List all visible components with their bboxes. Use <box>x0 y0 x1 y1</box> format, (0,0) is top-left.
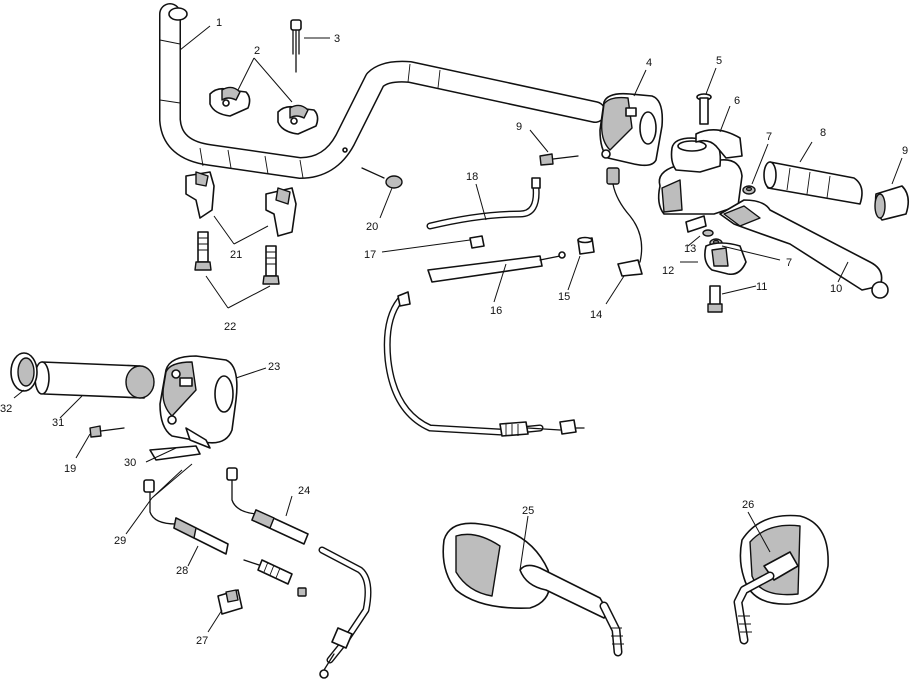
clamp-bolt <box>290 19 302 73</box>
housing-screw-right <box>539 153 579 166</box>
throttle-cable-upper <box>426 177 541 230</box>
brake-cable <box>383 291 585 437</box>
callout-22: 22 <box>224 321 236 333</box>
cable-clip <box>217 589 243 615</box>
callout-9-left: 9 <box>516 121 522 133</box>
lower-cable <box>318 546 372 679</box>
callout-18: 18 <box>466 171 478 183</box>
callout-4: 4 <box>646 57 652 69</box>
clamp-bolt-lower <box>707 285 723 313</box>
handlebar-screw <box>361 167 403 189</box>
switch-wire <box>606 167 643 277</box>
cable-ferrule <box>577 236 595 255</box>
callout-19-left: 19 <box>64 463 76 475</box>
riser-bolt-right <box>262 245 280 285</box>
callout-11: 11 <box>756 281 767 293</box>
callout-20: 20 <box>366 221 378 233</box>
callout-24: 24 <box>298 485 310 497</box>
handlebar-tube <box>159 3 606 179</box>
callout-21: 21 <box>230 249 242 261</box>
right-grip <box>763 161 863 205</box>
callout-17: 17 <box>364 249 376 261</box>
right-switch-housing <box>599 92 664 167</box>
master-cylinder-clamp <box>704 242 747 276</box>
callout-7-lower: 7 <box>786 257 792 269</box>
callout-5: 5 <box>716 55 722 67</box>
throttle-cable-lower <box>427 251 566 283</box>
callout-31: 31 <box>52 417 64 429</box>
cable-bracket <box>149 427 211 461</box>
cable-adjuster <box>243 559 307 597</box>
callout-28: 28 <box>176 565 188 577</box>
cable-end-fitting <box>469 235 485 249</box>
cable-sleeve-28 <box>173 517 229 555</box>
callout-23: 23 <box>268 361 280 373</box>
callout-30: 30 <box>124 457 136 469</box>
leader-lines <box>13 25 903 633</box>
riser-right <box>265 187 297 237</box>
mirror-left <box>442 522 624 657</box>
mirror-right <box>733 514 829 645</box>
riser-bolt-left <box>194 231 212 271</box>
cable-29 <box>143 479 177 525</box>
brake-lever <box>719 199 889 299</box>
riser-left <box>185 171 215 219</box>
callout-27: 27 <box>196 635 208 647</box>
lever-nut-upper <box>742 185 756 195</box>
callout-2: 2 <box>254 45 260 57</box>
callout-14: 14 <box>590 309 602 321</box>
bar-end-cap <box>874 185 910 221</box>
callout-3: 3 <box>334 33 340 45</box>
grip-end-ring <box>10 352 38 392</box>
callout-10: 10 <box>830 283 842 295</box>
master-cylinder <box>657 129 743 215</box>
callout-7-upper: 7 <box>766 131 772 143</box>
callout-15: 15 <box>558 291 570 303</box>
callout-6: 6 <box>734 95 740 107</box>
callout-8: 8 <box>820 127 826 139</box>
cable-24 <box>226 467 309 545</box>
callout-25: 25 <box>522 505 534 517</box>
callout-12: 12 <box>662 265 674 277</box>
callout-29: 29 <box>114 535 126 547</box>
housing-screw-left <box>89 425 125 438</box>
upper-clamp-left <box>209 86 251 117</box>
upper-clamp-right <box>277 104 319 135</box>
left-grip <box>34 361 155 399</box>
callout-13: 13 <box>684 243 696 255</box>
master-cylinder-bolt <box>696 93 712 125</box>
callout-32: 32 <box>0 403 12 415</box>
left-switch-housing <box>159 355 238 444</box>
callout-26: 26 <box>742 499 754 511</box>
brake-switch <box>685 215 714 237</box>
callout-1: 1 <box>216 17 222 29</box>
callout-labels: 1 2 3 4 5 6 7 8 9 9 10 7 11 12 13 14 15 … <box>0 17 908 647</box>
callout-9-right: 9 <box>902 145 908 157</box>
callout-16: 16 <box>490 305 502 317</box>
